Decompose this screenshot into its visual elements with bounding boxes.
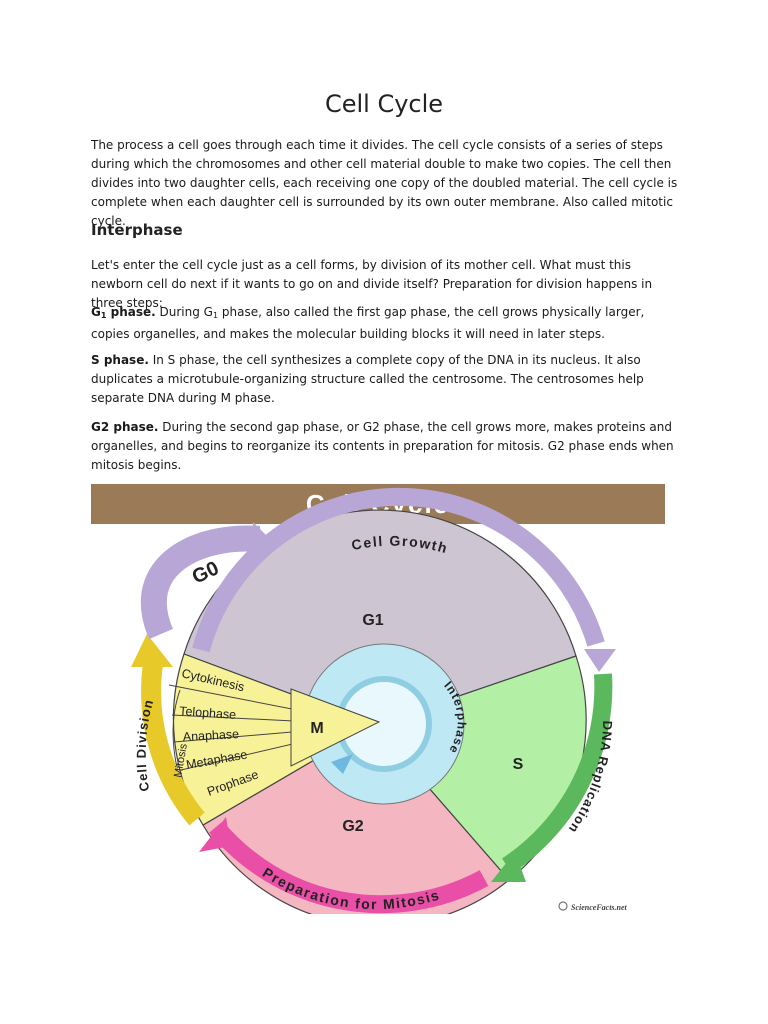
g1-label: G1 phase. [91, 305, 156, 320]
interphase-arrowhead [331, 754, 353, 774]
cell-cycle-diagram: Cell Cycle G0 Cell Growth DNA R [91, 484, 665, 914]
g1-label: G1 [362, 612, 383, 629]
cell-division-arrowhead [131, 634, 173, 667]
prep-mitosis-arrowhead [199, 817, 231, 852]
cell-growth-arrow [192, 487, 605, 653]
mitosis-label: Mitosis [172, 742, 190, 778]
prep-mitosis-arrow [209, 821, 489, 914]
g2-paragraph: G2 phase. During the second gap phase, o… [91, 420, 674, 472]
cell-division-arrow [141, 662, 205, 826]
g0-arrowhead [253, 522, 273, 562]
anaphase-label: Anaphase [182, 727, 239, 744]
dna-replication-arrow [502, 673, 613, 874]
page-title: Cell Cycle [324, 90, 444, 118]
interphase-intro-paragraph: Let's enter the cell cycle just as a cel… [91, 258, 653, 310]
cell-growth-arrowhead [584, 649, 616, 672]
intro-paragraph: The process a cell goes through each tim… [91, 138, 678, 228]
g0-arrow [141, 525, 261, 640]
telophase-label: Telophase [179, 704, 237, 722]
s-label: S [513, 756, 524, 773]
credit-label: ScienceFacts.net [571, 903, 628, 912]
g2-label: G2 phase. [91, 420, 159, 434]
g2-label: G2 [342, 818, 363, 835]
m-wedge [290, 688, 381, 767]
s-paragraph: S phase. In S phase, the cell synthesize… [91, 353, 644, 405]
interphase-heading: Interphase [91, 221, 183, 239]
g1-paragraph: G1 phase. During G1 phase, also called t… [91, 305, 645, 341]
dna-replication-arrowhead [491, 852, 526, 882]
g2-sector [202, 724, 510, 914]
s-label: S phase. [91, 353, 149, 367]
m-label: M [310, 720, 323, 737]
sciencefacts-logo-icon [558, 901, 568, 911]
